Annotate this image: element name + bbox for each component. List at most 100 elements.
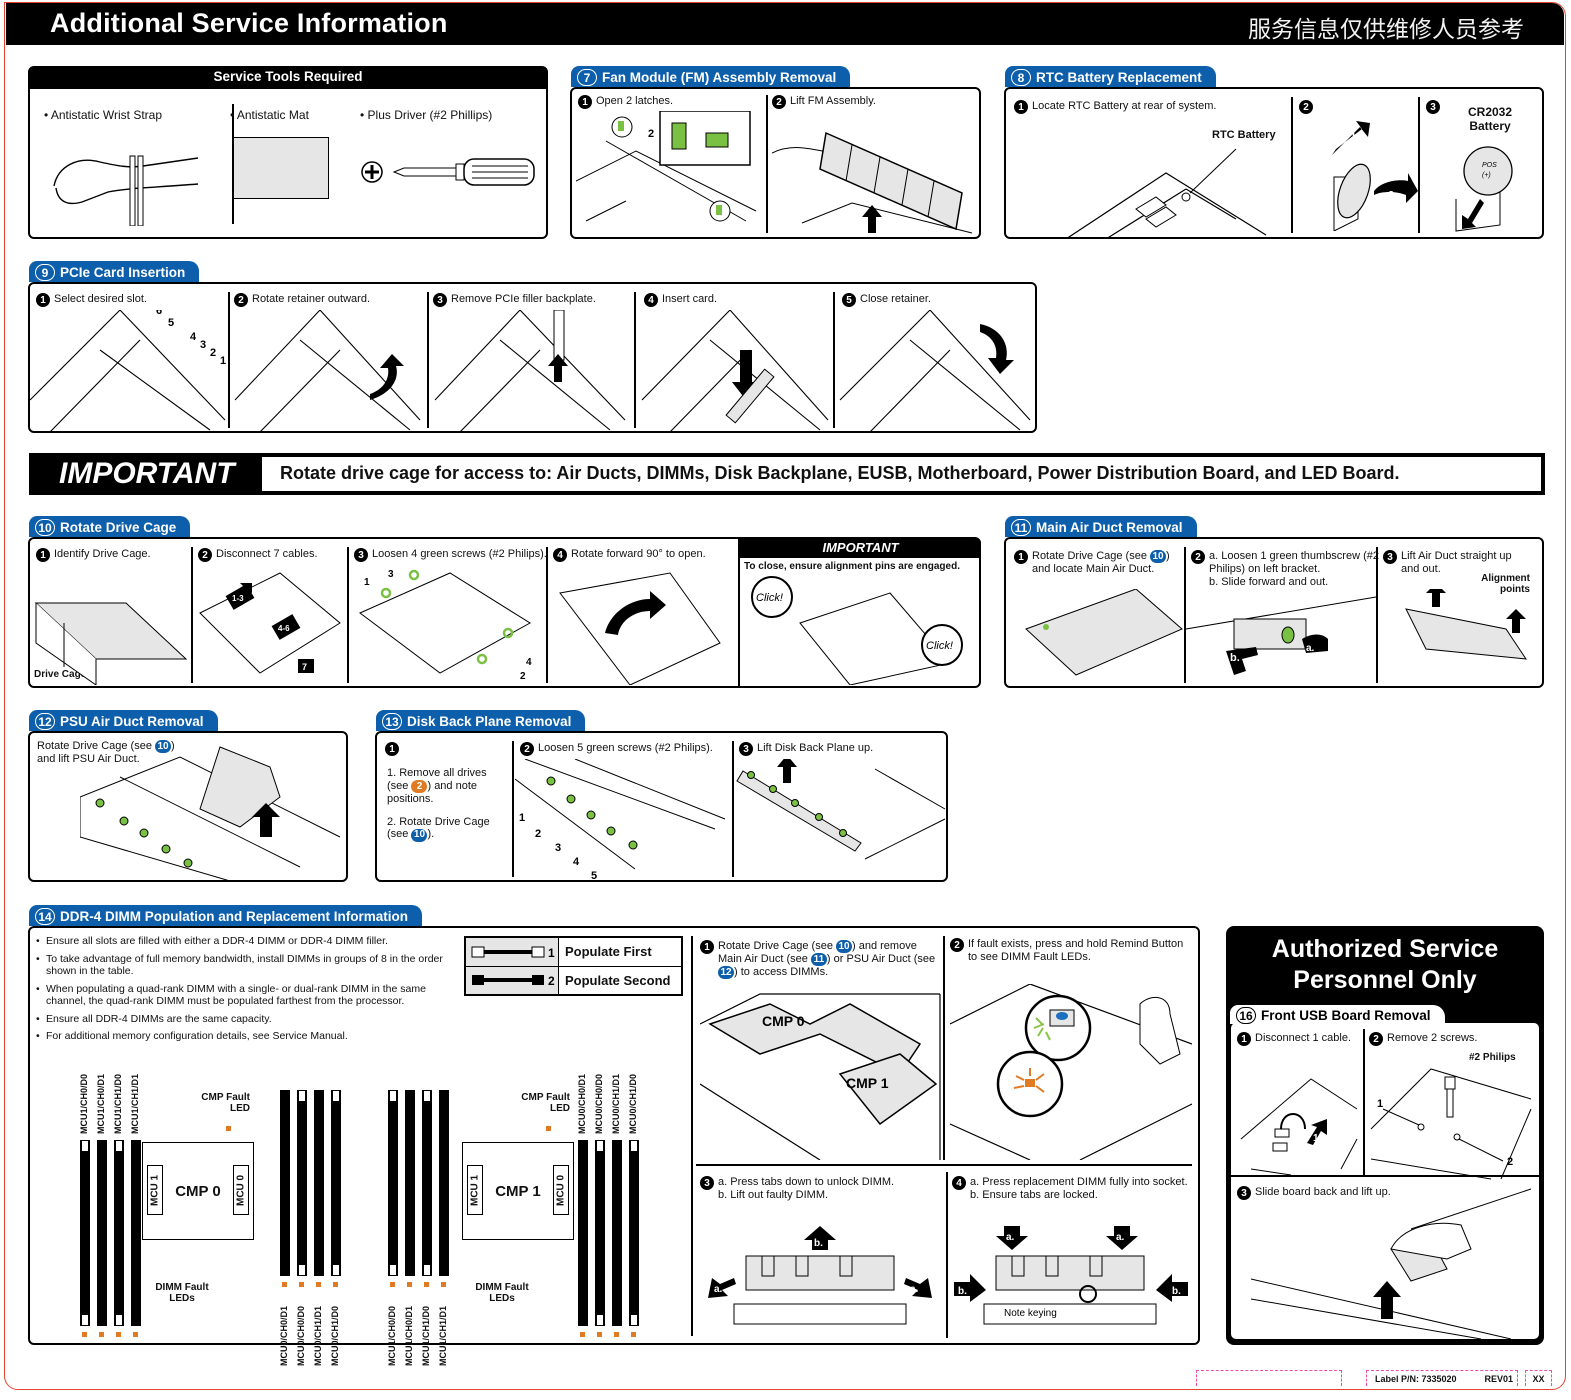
slot-latch — [423, 1264, 431, 1276]
dimm-slot-label: MCU1/CH0/D0 — [79, 1073, 89, 1134]
dimm-fault-led — [597, 1332, 602, 1337]
step-bullet: 1 — [1237, 1032, 1251, 1046]
dimm-slot[interactable] — [131, 1140, 141, 1326]
dimm-slot[interactable] — [578, 1140, 588, 1326]
step-text: Remove PCIe filler backplate. — [451, 293, 596, 305]
step-bullet: 3 — [739, 742, 753, 756]
step-text: Loosen 4 green screws (#2 Philips). — [372, 548, 547, 560]
step-text: Lift FM Assembly. — [790, 95, 876, 107]
important-message: Rotate drive cage for access to: Air Duc… — [262, 457, 1541, 491]
arrow-b-label: b. — [1230, 652, 1240, 664]
label-revision: REV01 — [1484, 1374, 1513, 1384]
cable-arrow-icon — [225, 584, 255, 610]
section-number: 8 — [1011, 69, 1031, 86]
dimm-fault-led — [631, 1332, 636, 1337]
step-text-part: ) and locate Main Air Duct. — [1032, 550, 1170, 575]
step-text: Identify Drive Cage. — [54, 548, 151, 560]
section-ref-10[interactable]: 10 — [1150, 550, 1166, 563]
dimm-fault-led — [99, 1332, 104, 1337]
section-tab-disk-backplane: 13 Disk Back Plane Removal — [376, 710, 586, 731]
section-number: 7 — [577, 69, 597, 86]
dimm-slot-label: MCU0/CH1/D0 — [330, 1305, 340, 1366]
cmp-name: CMP 1 — [495, 1183, 541, 1200]
dimm-slot[interactable] — [97, 1140, 107, 1326]
dimm-slot[interactable] — [405, 1090, 415, 1276]
slot-latch — [81, 1140, 89, 1152]
divider — [347, 547, 349, 683]
dimm-step-2: 2 If fault exists, press and hold Remind… — [950, 938, 1195, 964]
step-text: a. Press tabs down to unlock DIMM.b. Lif… — [718, 1176, 894, 1202]
section-ref-12[interactable]: 12 — [718, 966, 734, 979]
screw-number: 1 — [1377, 1098, 1383, 1110]
dimm-fault-led — [116, 1332, 121, 1337]
dimm-slot[interactable] — [331, 1090, 341, 1276]
dimm-slot[interactable] — [388, 1090, 398, 1276]
step-bullet: 1 — [1014, 100, 1028, 114]
slot-latch — [81, 1314, 89, 1326]
dimm-fault-led — [407, 1282, 412, 1287]
step-bullet: 2 — [198, 548, 212, 562]
dimm-slot[interactable] — [80, 1140, 90, 1326]
dimm-slot[interactable] — [297, 1090, 307, 1276]
dimm-slot-label: MCU1/CH1/D0 — [113, 1073, 123, 1134]
divider — [946, 1172, 948, 1338]
section-ref-10[interactable]: 10 — [836, 940, 852, 953]
slot-latch — [596, 1140, 604, 1152]
dimm-slot[interactable] — [629, 1140, 639, 1326]
screw-number: 2 — [535, 828, 541, 840]
philips-label: #2 Philips — [1469, 1052, 1516, 1063]
step-bullet: 3 — [354, 548, 368, 562]
dimm-slot-label: MCU1/CH0/D1 — [96, 1073, 106, 1134]
divider — [943, 936, 945, 1160]
rtc-location-illustration — [1066, 148, 1267, 239]
dimm-slot[interactable] — [595, 1140, 605, 1326]
section-tab-psu-air-duct: 12 PSU Air Duct Removal — [29, 710, 218, 731]
cr2032-battery-icon: POS(+) — [1455, 146, 1513, 232]
divider — [546, 547, 548, 683]
dimm-step-4: 4 a. Press replacement DIMM fully into s… — [952, 1176, 1192, 1202]
label-xx: XX — [1532, 1374, 1545, 1384]
dimm-slot-label: MCU0/CH1/D1 — [611, 1073, 621, 1134]
dimm-step-1: 1 Rotate Drive Cage (see 10) and remove … — [700, 940, 940, 979]
close-arrow-icon — [980, 324, 1014, 374]
psu-air-duct-text: Rotate Drive Cage (see 10) and lift PSU … — [37, 740, 187, 766]
arrow-b-label: b. — [814, 1238, 823, 1249]
dimm-slot[interactable] — [314, 1090, 324, 1276]
step-text: Insert card. — [662, 293, 718, 305]
section-ref-2[interactable]: 2 — [411, 780, 428, 794]
section-ref-11[interactable]: 11 — [810, 953, 827, 966]
divider — [696, 1164, 1192, 1166]
step-bullet: 3 — [1426, 100, 1440, 114]
step-1-substeps: 1. Remove all drives (see 2) and note po… — [387, 767, 507, 842]
text-part: Rotate Drive Cage (see — [718, 940, 836, 952]
section-ref-10[interactable]: 10 — [411, 829, 428, 842]
dimm-slot[interactable] — [612, 1140, 622, 1326]
step-bullet: 4 — [644, 293, 658, 307]
section-tab-usb-board: 16 Front USB Board Removal — [1230, 1005, 1445, 1024]
dimm-guidelines: Ensure all slots are filled with either … — [36, 935, 456, 1048]
dimm-slot-label: MCU0/CH1/D1 — [313, 1305, 323, 1366]
slot-label: 2 — [210, 347, 216, 359]
mcu-left-label: MCU 1 — [467, 1165, 483, 1215]
dimm-slot[interactable] — [280, 1090, 290, 1276]
dimm-fault-led — [82, 1332, 87, 1337]
step-bullet: 2 — [1369, 1032, 1383, 1046]
click-label: Click! — [926, 640, 953, 652]
dimm-fault-leds-label: DIMM Fault LEDs — [475, 1282, 529, 1304]
text-part: Rotate Drive Cage (see — [37, 740, 155, 752]
fan-lift-illustration — [772, 131, 973, 234]
divider — [1418, 97, 1420, 233]
dimm-slot-label: MCU1/CH1/D1 — [130, 1073, 140, 1134]
orange-led-icon — [1013, 1068, 1045, 1093]
dimm-slot[interactable] — [422, 1090, 432, 1276]
section-tab-dimm: 14 DDR-4 DIMM Population and Replacement… — [29, 905, 423, 926]
divider — [1376, 547, 1378, 683]
section-ref-10[interactable]: 10 — [155, 740, 171, 753]
dimm-remove-illustration: b. a. a. — [708, 1226, 932, 1325]
dimm-slot[interactable] — [439, 1090, 449, 1276]
dimm-slot[interactable] — [114, 1140, 124, 1326]
